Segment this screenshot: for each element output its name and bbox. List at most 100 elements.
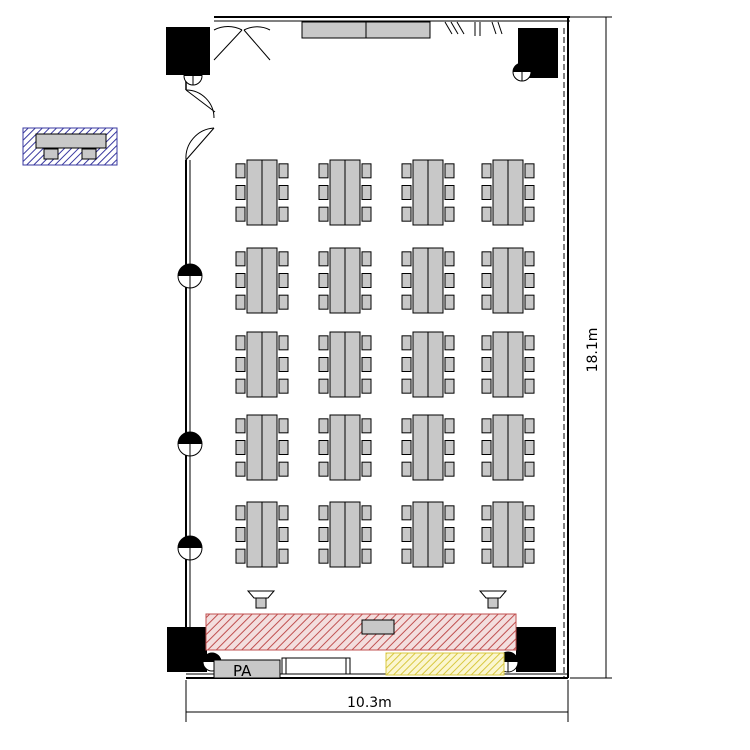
chair <box>278 461 289 477</box>
chair <box>481 527 492 542</box>
chair <box>444 335 455 351</box>
chair <box>318 251 329 267</box>
chair <box>401 505 412 521</box>
chair <box>278 185 289 200</box>
chair <box>361 357 372 372</box>
chair <box>318 163 329 179</box>
chair <box>318 440 329 455</box>
chair <box>524 185 535 200</box>
chair <box>401 335 412 351</box>
chair <box>318 418 329 434</box>
chair <box>318 527 329 542</box>
chair <box>235 251 246 267</box>
chair <box>235 461 246 477</box>
chair <box>481 440 492 455</box>
chair <box>524 163 535 179</box>
chair <box>318 357 329 372</box>
table-grid <box>235 159 535 568</box>
chair <box>524 273 535 288</box>
chair <box>361 163 372 179</box>
chair <box>318 378 329 394</box>
chair <box>361 251 372 267</box>
chair <box>481 461 492 477</box>
chair <box>361 548 372 564</box>
chair <box>361 418 372 434</box>
chair <box>401 206 412 222</box>
chair <box>444 440 455 455</box>
chair <box>401 357 412 372</box>
chair <box>481 163 492 179</box>
chair <box>401 163 412 179</box>
speaker-icon <box>246 590 276 609</box>
chair <box>444 273 455 288</box>
chair <box>401 418 412 434</box>
chair <box>444 357 455 372</box>
chair <box>401 461 412 477</box>
chair <box>235 357 246 372</box>
chair <box>235 335 246 351</box>
chair <box>318 206 329 222</box>
chair <box>318 461 329 477</box>
chair <box>235 273 246 288</box>
chair <box>444 294 455 310</box>
chair <box>401 185 412 200</box>
chair <box>481 273 492 288</box>
chair <box>278 335 289 351</box>
lectern <box>361 619 395 635</box>
chair <box>278 357 289 372</box>
height-label: 18.1m <box>585 328 601 373</box>
chair <box>481 294 492 310</box>
chair <box>524 357 535 372</box>
chair <box>361 505 372 521</box>
chair <box>401 527 412 542</box>
chair <box>278 294 289 310</box>
chair <box>361 335 372 351</box>
chair <box>444 378 455 394</box>
bottom-counter <box>281 657 351 675</box>
chair <box>524 378 535 394</box>
chair <box>481 548 492 564</box>
storage-area <box>385 652 505 676</box>
column-bottom-right <box>516 627 556 672</box>
chair <box>235 294 246 310</box>
dimension-width <box>185 680 569 722</box>
chair <box>524 418 535 434</box>
chair <box>524 505 535 521</box>
chair <box>444 505 455 521</box>
chair <box>481 185 492 200</box>
chair <box>318 294 329 310</box>
chair <box>524 206 535 222</box>
chair <box>481 418 492 434</box>
chair <box>278 163 289 179</box>
chair <box>444 461 455 477</box>
chair <box>318 185 329 200</box>
chair <box>481 505 492 521</box>
top-counter <box>301 21 503 39</box>
chair <box>444 527 455 542</box>
chair <box>361 206 372 222</box>
chair <box>235 378 246 394</box>
chair <box>524 461 535 477</box>
chair <box>361 294 372 310</box>
chair <box>235 527 246 542</box>
pa-desk <box>213 659 281 679</box>
chair <box>401 440 412 455</box>
chair <box>401 294 412 310</box>
chair <box>481 378 492 394</box>
chair <box>318 335 329 351</box>
chair <box>444 163 455 179</box>
chair <box>401 548 412 564</box>
chair <box>444 251 455 267</box>
chair <box>361 440 372 455</box>
stage <box>205 613 517 651</box>
chair <box>401 273 412 288</box>
chair <box>235 440 246 455</box>
chair <box>401 378 412 394</box>
chair <box>524 294 535 310</box>
chair <box>524 527 535 542</box>
chair <box>524 251 535 267</box>
chair <box>481 335 492 351</box>
chair <box>401 251 412 267</box>
chair <box>481 251 492 267</box>
column-bottom-left <box>167 627 207 672</box>
